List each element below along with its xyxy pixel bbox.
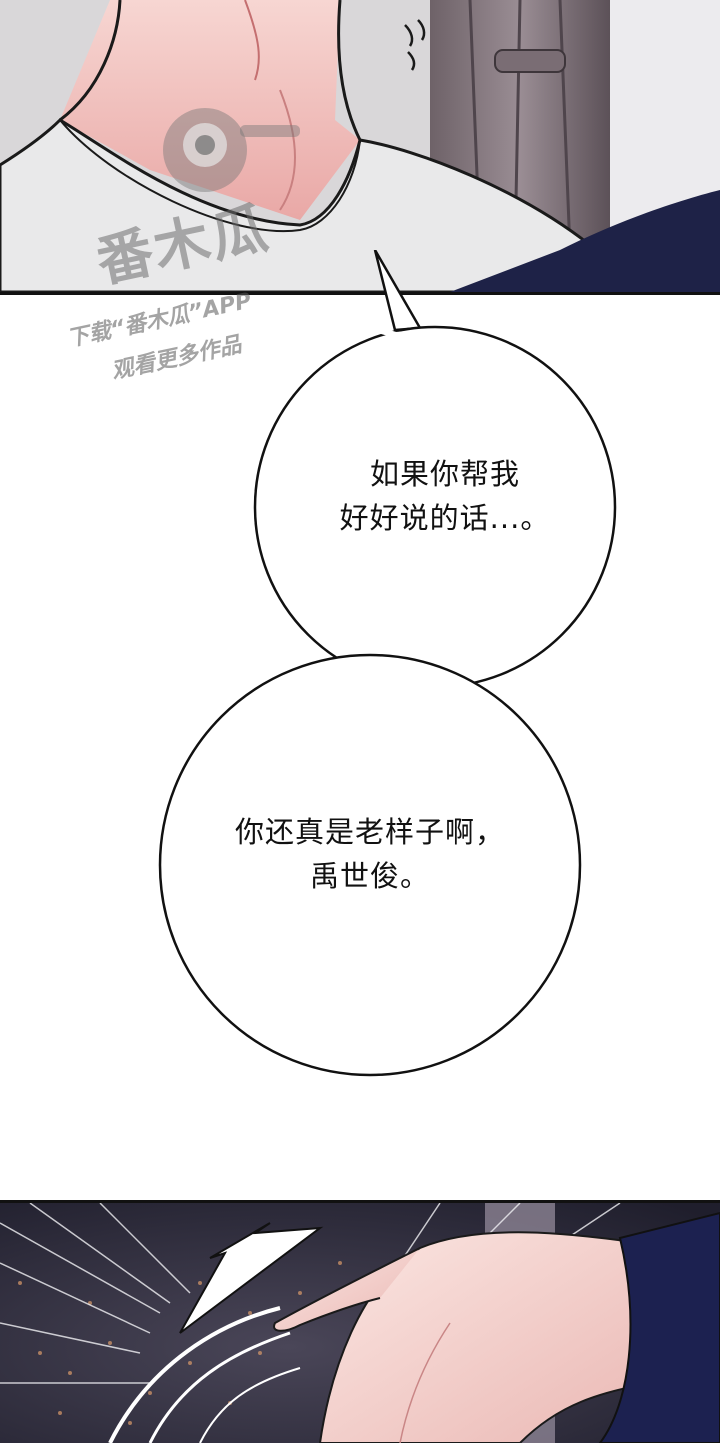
- speech-bubble-2: [158, 653, 582, 1077]
- bottom-comic-panel: [0, 1200, 720, 1443]
- speech-bubble-1-text: 如果你帮我 好好说的话...。: [339, 457, 551, 535]
- neck-shirt-illustration: [0, 0, 720, 292]
- top-comic-panel: [0, 0, 720, 295]
- hand-action-illustration: [0, 1203, 720, 1443]
- speech-bubble-2-text: 你还真是老样子啊， 禹世俊。: [234, 815, 505, 893]
- speech-bubble-1-tail: [373, 250, 423, 332]
- speech-bubbles: [158, 250, 617, 1077]
